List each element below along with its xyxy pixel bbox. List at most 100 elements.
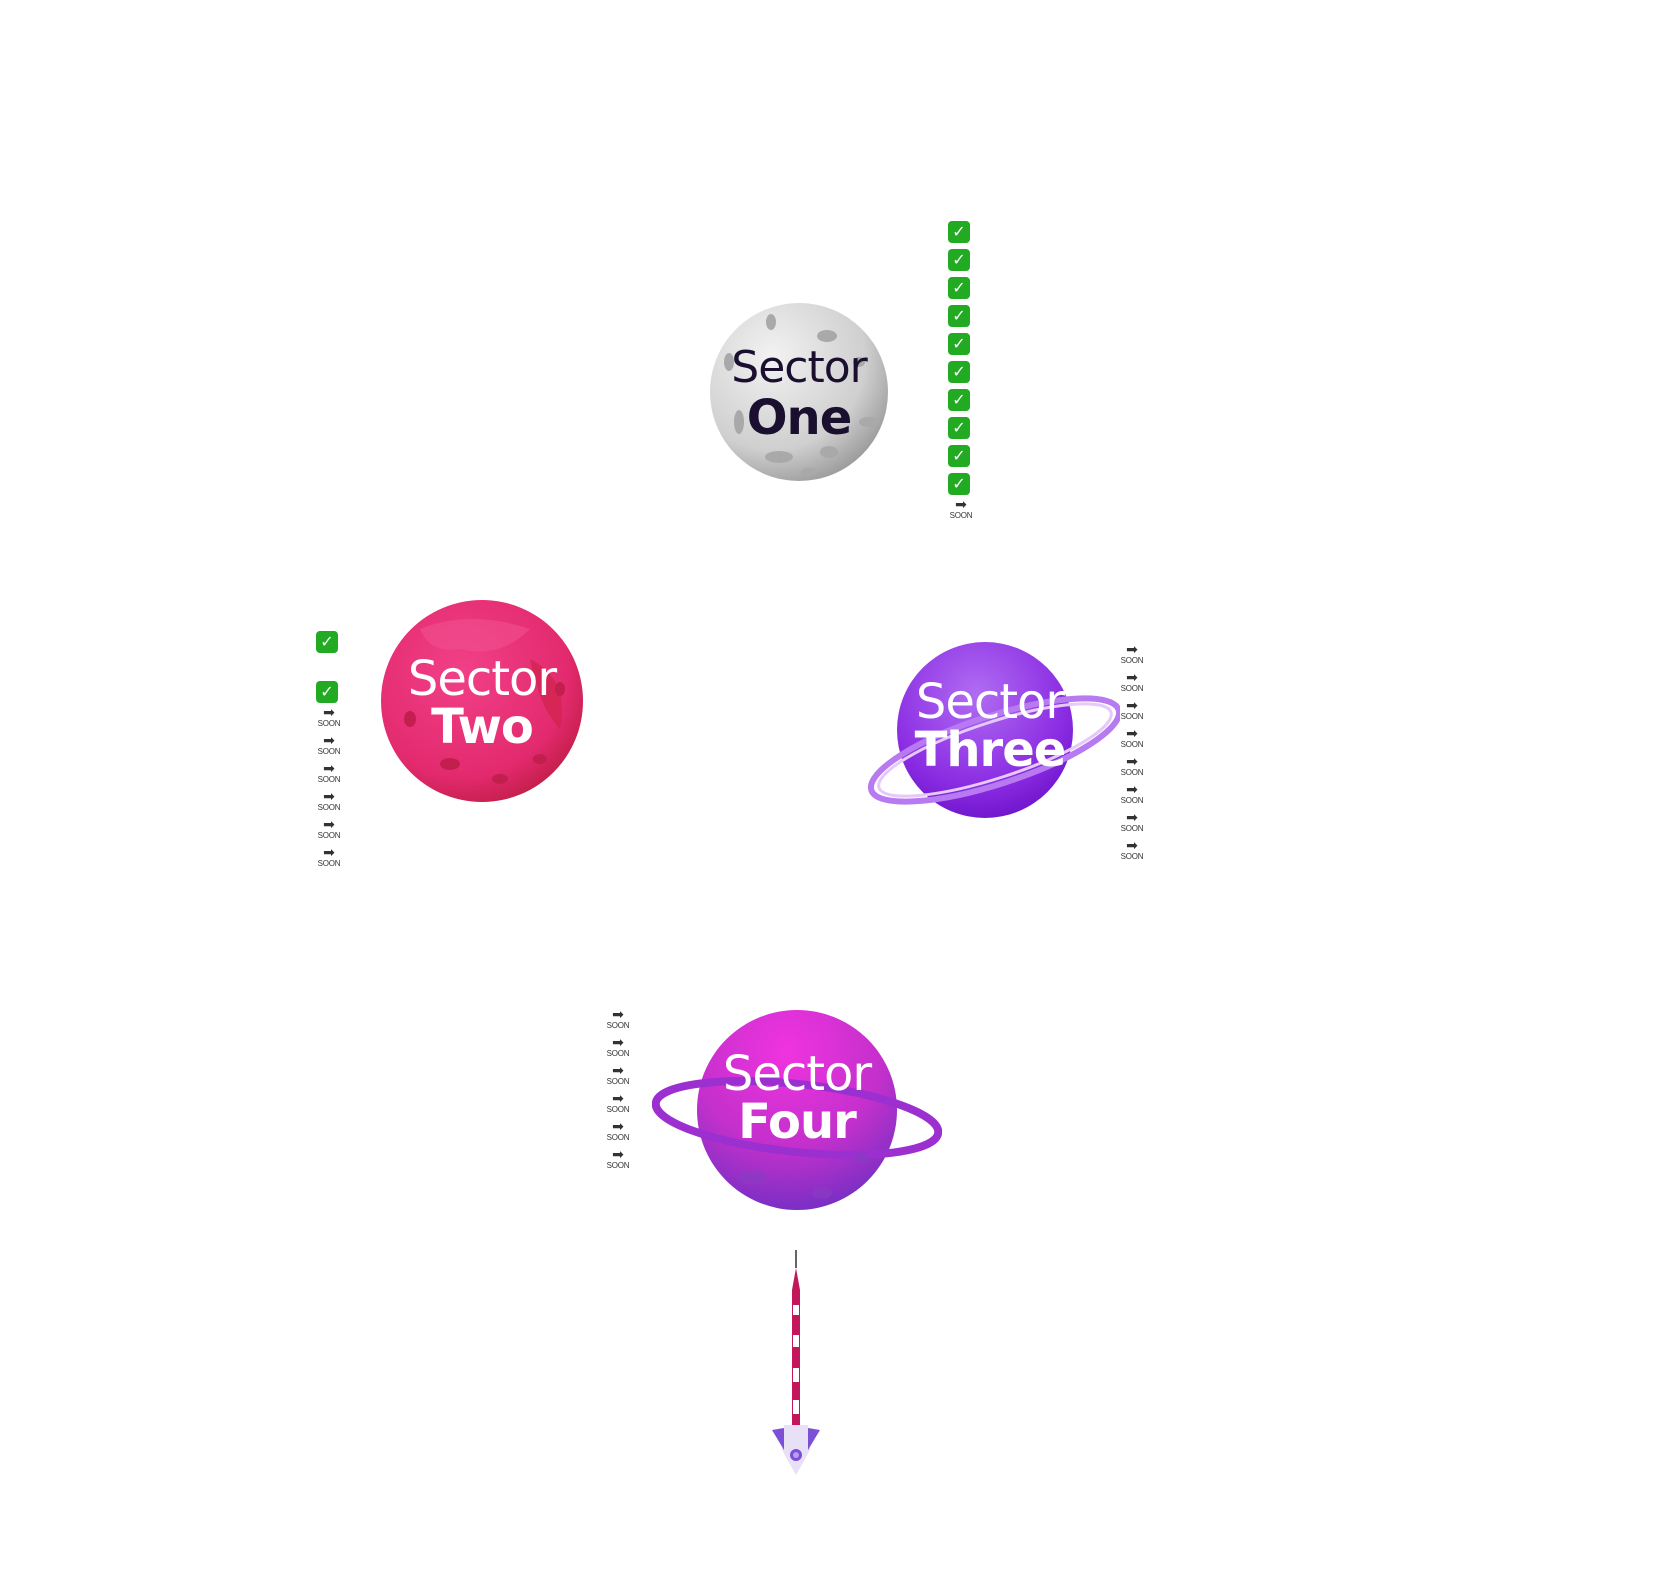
soon-label: SOON <box>1120 768 1144 777</box>
planet-sector-one[interactable]: Sector One <box>709 302 889 482</box>
check-mark: ✓ <box>952 418 966 437</box>
soon-item[interactable]: ➡SOON <box>605 1035 631 1058</box>
soon-item[interactable]: ➡SOON <box>605 1007 631 1030</box>
rocket-icon <box>772 1250 820 1475</box>
check-box-icon[interactable]: ✓ <box>948 249 970 271</box>
planet-word-sector-two: Sector <box>407 651 557 707</box>
check-box-icon[interactable]: ✓ <box>948 361 970 383</box>
status-column-sector-one: ✓✓✓✓✓✓✓✓✓✓➡SOON <box>948 221 974 531</box>
check-box-icon[interactable]: ✓ <box>948 333 970 355</box>
right-arrow-icon: ➡ <box>323 845 335 861</box>
right-arrow-icon: ➡ <box>612 1091 624 1107</box>
soon-label: SOON <box>606 1161 630 1170</box>
soon-label: SOON <box>606 1049 630 1058</box>
check-mark: ✓ <box>952 446 966 465</box>
rocket <box>770 1250 822 1480</box>
check-mark: ✓ <box>952 334 966 353</box>
right-arrow-icon: ➡ <box>323 733 335 749</box>
soon-item[interactable]: ➡SOON <box>605 1147 631 1170</box>
check-mark: ✓ <box>952 362 966 381</box>
planet-word-sector-four: Sector <box>722 1046 872 1102</box>
check-box-icon[interactable]: ✓ <box>948 445 970 467</box>
right-arrow-icon: ➡ <box>612 1119 624 1135</box>
soon-item[interactable]: ➡SOON <box>948 497 974 520</box>
soon-label: SOON <box>317 859 341 868</box>
check-box-icon[interactable]: ✓ <box>948 221 970 243</box>
soon-item[interactable]: ➡SOON <box>316 845 342 868</box>
soon-item[interactable]: ➡SOON <box>316 705 342 728</box>
right-arrow-icon: ➡ <box>1126 642 1138 658</box>
check-box-icon[interactable]: ✓ <box>948 417 970 439</box>
planet-word-sector-one: Sector <box>731 342 867 393</box>
right-arrow-icon: ➡ <box>1126 670 1138 686</box>
soon-label: SOON <box>606 1105 630 1114</box>
right-arrow-icon: ➡ <box>1126 754 1138 770</box>
planet-name-one: One <box>746 390 853 446</box>
check-mark: ✓ <box>952 222 966 241</box>
soon-item[interactable]: ➡SOON <box>1119 838 1145 861</box>
right-arrow-icon: ➡ <box>612 1035 624 1051</box>
soon-label: SOON <box>1120 852 1144 861</box>
soon-label: SOON <box>317 831 341 840</box>
planet-name-three: Three <box>914 722 1067 778</box>
soon-item[interactable]: ➡SOON <box>605 1064 631 1086</box>
soon-label: SOON <box>1120 796 1144 805</box>
right-arrow-icon: ➡ <box>1126 698 1138 714</box>
soon-item[interactable]: ➡SOON <box>1119 642 1145 665</box>
soon-label: SOON <box>1120 712 1144 721</box>
check-mark: ✓ <box>320 632 334 651</box>
soon-item[interactable]: ➡SOON <box>316 762 342 784</box>
soon-label: SOON <box>1120 824 1144 833</box>
soon-item[interactable]: ➡SOON <box>316 817 342 840</box>
soon-item[interactable]: ➡SOON <box>1119 698 1145 721</box>
soon-item[interactable]: ➡SOON <box>1119 754 1145 777</box>
soon-label: SOON <box>1120 684 1144 693</box>
soon-item[interactable]: ➡SOON <box>1119 726 1145 749</box>
planet-name-four: Four <box>738 1094 857 1150</box>
status-column-sector-four: ➡SOON➡SOON➡SOON➡SOON➡SOON➡SOON <box>605 1007 631 1181</box>
right-arrow-icon: ➡ <box>1126 726 1138 742</box>
soon-item[interactable]: ➡SOON <box>316 733 342 756</box>
status-column-sector-two: ✓✓➡SOON➡SOON➡SOON➡SOON➡SOON➡SOON <box>316 631 342 881</box>
soon-label: SOON <box>949 511 973 520</box>
check-box-icon[interactable]: ✓ <box>948 277 970 299</box>
soon-label: SOON <box>1120 740 1144 749</box>
right-arrow-icon: ➡ <box>955 497 967 513</box>
soon-label: SOON <box>317 803 341 812</box>
right-arrow-icon: ➡ <box>323 705 335 721</box>
planet-sector-three[interactable]: Sector Three <box>860 640 1120 820</box>
check-box-icon[interactable]: ✓ <box>948 473 970 495</box>
planet-sector-two[interactable]: Sector Two <box>380 599 584 803</box>
check-box-icon[interactable]: ✓ <box>948 389 970 411</box>
moon-planet-graphic <box>710 303 888 481</box>
soon-item[interactable]: ➡SOON <box>1119 670 1145 693</box>
ringed-magenta-planet-graphic <box>652 1010 942 1210</box>
soon-item[interactable]: ➡SOON <box>316 789 342 812</box>
soon-label: SOON <box>317 719 341 728</box>
check-mark: ✓ <box>952 278 966 297</box>
right-arrow-icon: ➡ <box>612 1147 624 1163</box>
check-mark: ✓ <box>952 390 966 409</box>
soon-label: SOON <box>606 1077 630 1086</box>
check-box-icon[interactable]: ✓ <box>316 681 338 703</box>
soon-label: SOON <box>606 1133 630 1142</box>
check-mark: ✓ <box>320 682 334 701</box>
soon-label: SOON <box>317 775 341 784</box>
soon-item[interactable]: ➡SOON <box>1119 783 1145 805</box>
check-box-icon[interactable]: ✓ <box>316 631 338 653</box>
ringed-purple-planet-graphic <box>867 642 1120 818</box>
soon-label: SOON <box>317 747 341 756</box>
soon-item[interactable]: ➡SOON <box>605 1119 631 1142</box>
check-mark: ✓ <box>952 306 966 325</box>
check-box-icon[interactable]: ✓ <box>948 305 970 327</box>
planet-sector-four[interactable]: Sector Four <box>652 1008 942 1218</box>
soon-item[interactable]: ➡SOON <box>1119 810 1145 833</box>
soon-item[interactable]: ➡SOON <box>605 1091 631 1114</box>
right-arrow-icon: ➡ <box>323 789 335 805</box>
right-arrow-icon: ➡ <box>1126 810 1138 826</box>
planet-word-sector-three: Sector <box>915 674 1065 730</box>
red-planet-graphic <box>381 600 583 802</box>
right-arrow-icon: ➡ <box>323 817 335 833</box>
right-arrow-icon: ➡ <box>612 1007 624 1023</box>
right-arrow-icon: ➡ <box>1126 838 1138 854</box>
